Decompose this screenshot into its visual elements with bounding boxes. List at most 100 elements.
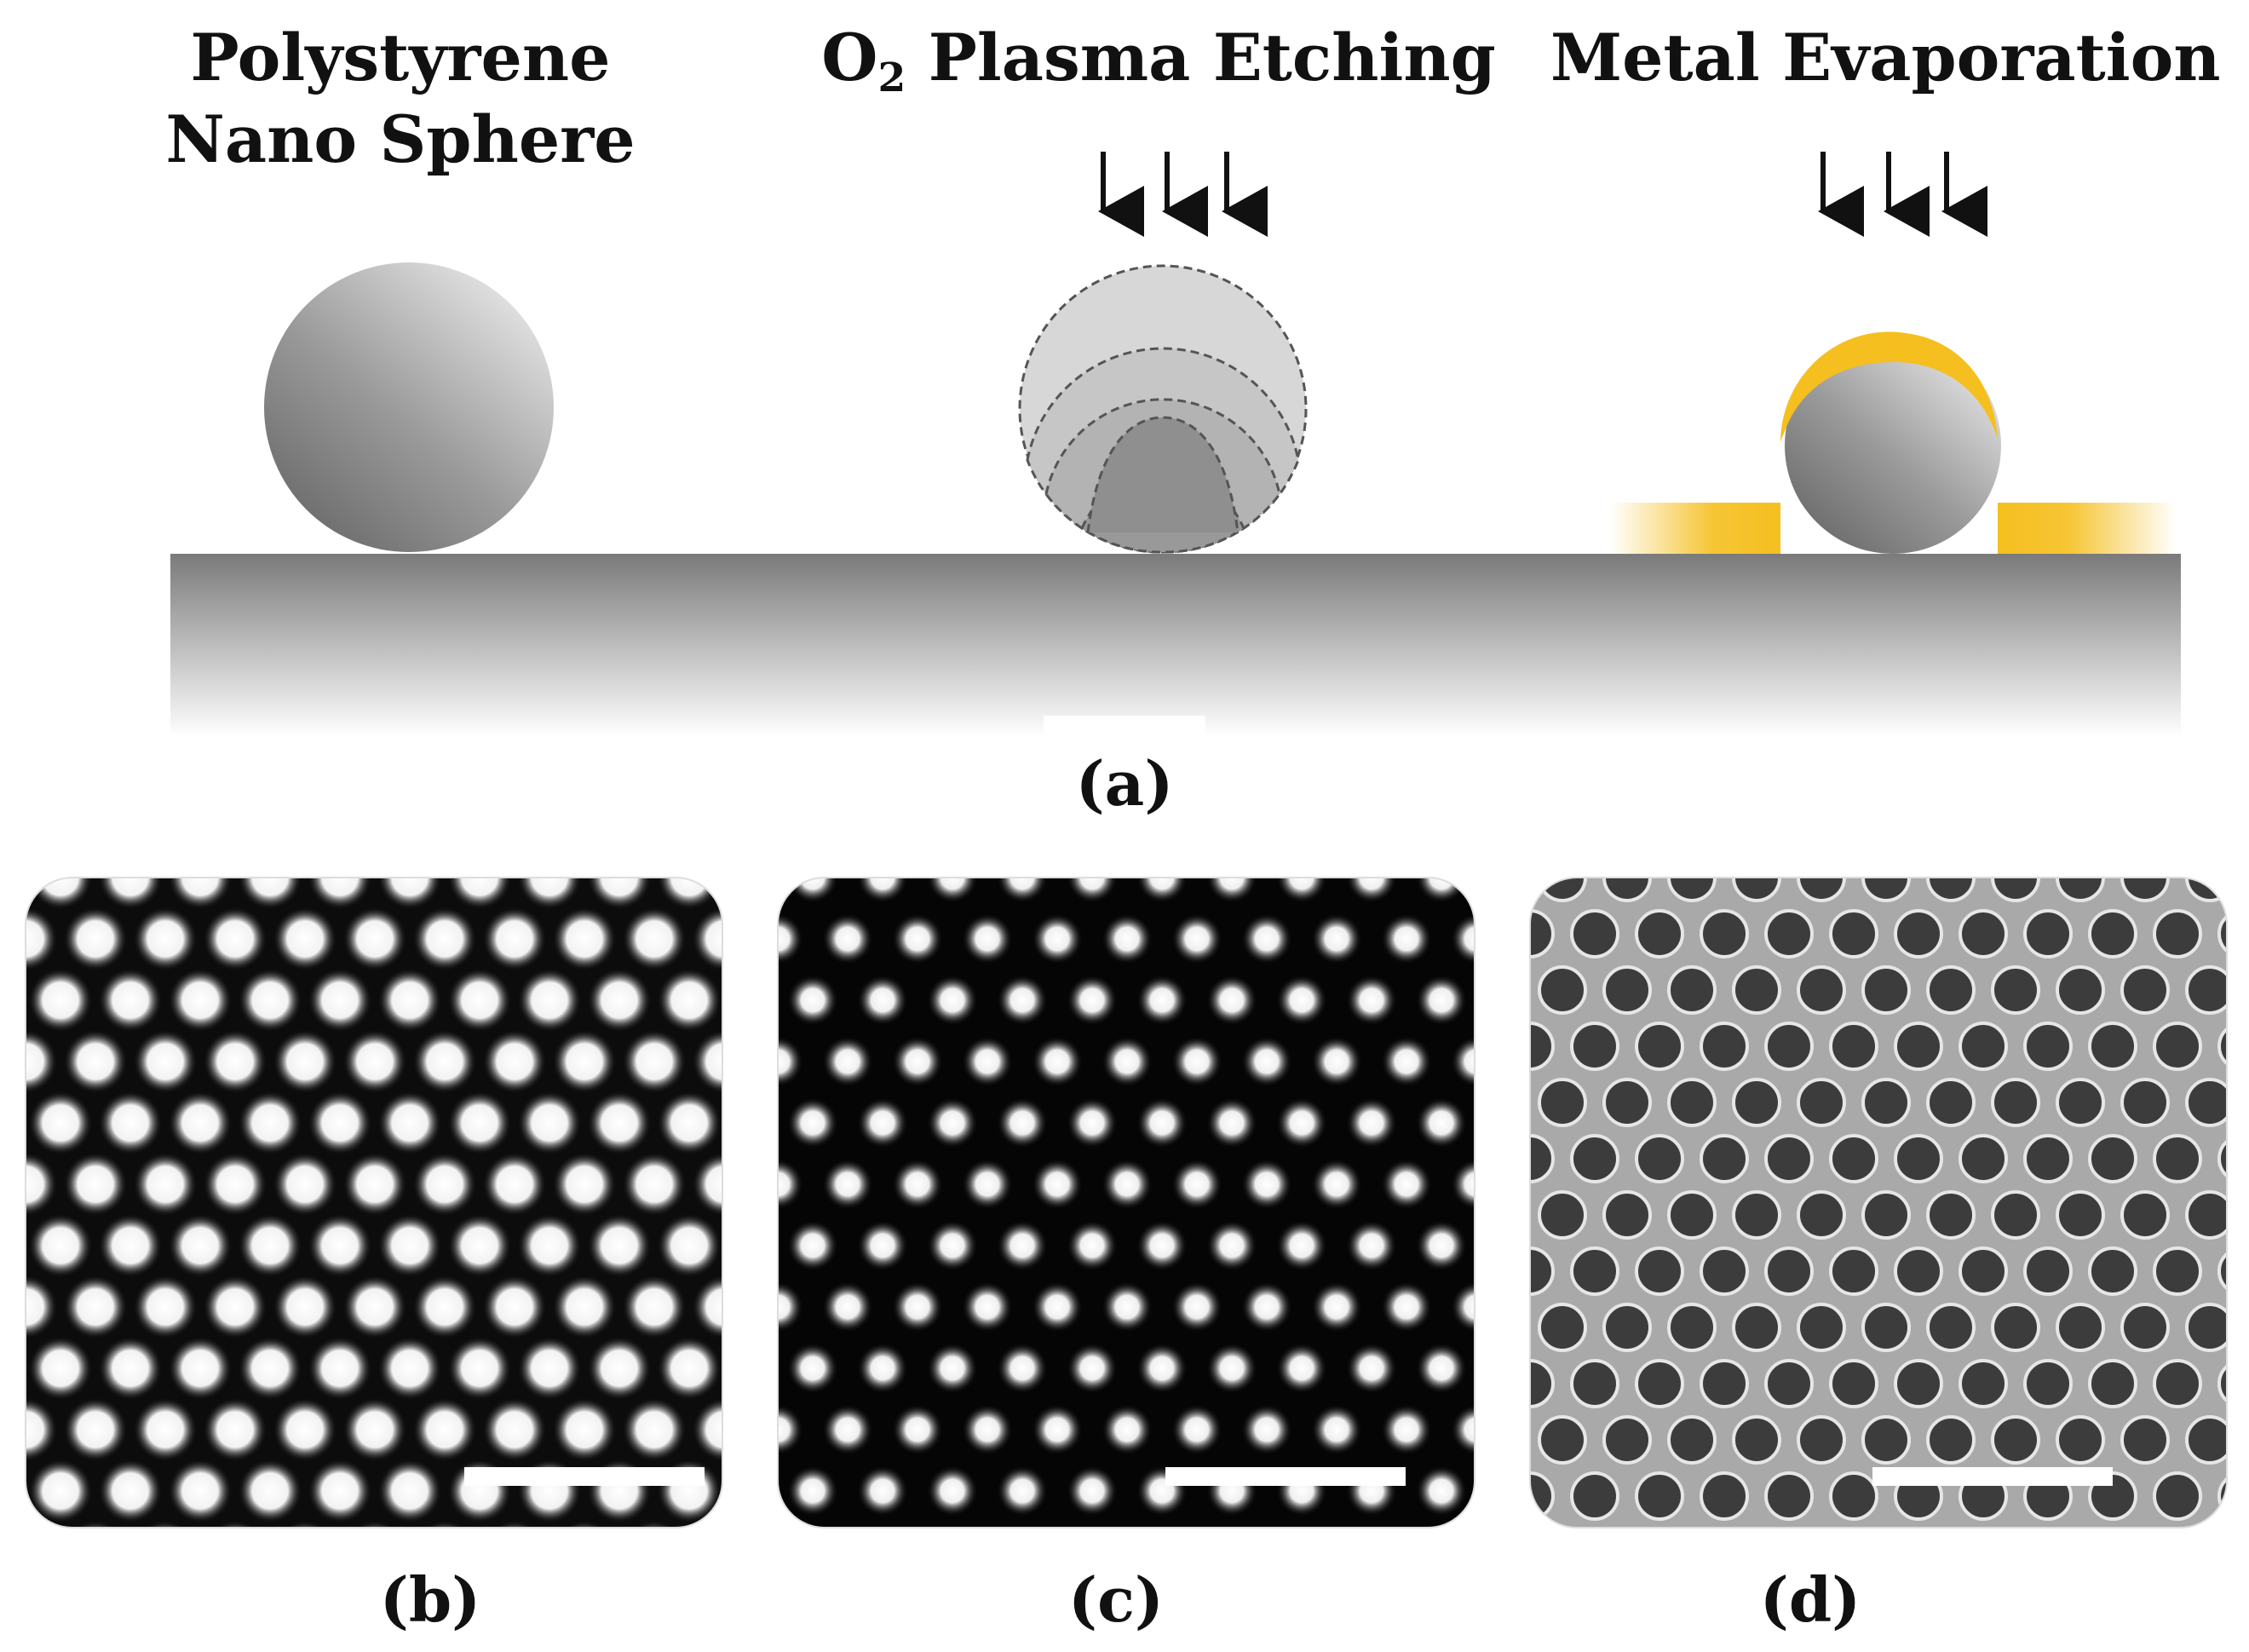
- etched-sphere-spot: [1241, 791, 1292, 842]
- sphere-spot: [63, 1520, 128, 1528]
- etched-sphere-spot: [1067, 878, 1118, 903]
- sphere-spot: [377, 1091, 442, 1155]
- etched-sphere-spot: [787, 975, 838, 1026]
- nanohole: [1530, 1359, 1555, 1408]
- sphere-spot: [308, 1336, 372, 1401]
- nanohole: [2153, 1359, 2202, 1408]
- nanohole: [1959, 909, 2008, 958]
- nanohole: [1926, 1190, 1976, 1240]
- sphere-spot: [0, 1091, 23, 1155]
- nanohole: [1991, 1078, 2040, 1127]
- nanohole: [1538, 1078, 1587, 1127]
- nanohole: [2187, 1529, 2233, 1575]
- etched-sphere-spot: [1346, 1220, 1397, 1271]
- sphere-spot: [26, 907, 58, 971]
- nanohole: [2056, 965, 2105, 1015]
- sphere-spot: [692, 1520, 722, 1528]
- nanohole: [1475, 1079, 1521, 1125]
- etched-sphere-spot: [1067, 1220, 1118, 1271]
- etched-sphere-spot: [927, 1465, 978, 1517]
- etched-sphere-spot: [1451, 1036, 1475, 1087]
- nanohole: [2023, 1022, 2073, 1071]
- polystyrene-sphere: [264, 262, 554, 552]
- nanohole: [2023, 1246, 2073, 1296]
- nanohole: [2153, 1471, 2202, 1521]
- coated-sphere: [1785, 337, 2001, 554]
- sphere-spot: [377, 1213, 442, 1278]
- etched-sphere-spot: [1416, 878, 1467, 903]
- nanohole: [1993, 1529, 2039, 1575]
- etched-sphere-spot: [717, 1097, 768, 1148]
- sphere-spot: [622, 907, 687, 971]
- sphere-spot: [273, 1029, 337, 1094]
- nanohole: [1635, 1471, 1684, 1521]
- sphere-spot: [412, 1152, 477, 1217]
- sphere-spot: [98, 878, 163, 910]
- sphere-spot: [727, 845, 791, 910]
- sphere-spot: [98, 968, 163, 1033]
- etched-sphere-spot: [1241, 913, 1292, 964]
- nanohole: [1538, 965, 1587, 1015]
- nanohole: [1700, 1134, 1749, 1183]
- nanohole: [2217, 1471, 2227, 1521]
- etched-sphere-spot: [752, 791, 803, 842]
- etched-sphere-spot: [857, 1220, 908, 1271]
- gold-film-right: [1998, 503, 2177, 554]
- sphere-spot: [377, 1336, 442, 1401]
- sphere-spot: [63, 1152, 128, 1217]
- nanohole: [2219, 798, 2249, 844]
- etched-sphere-spot: [787, 1343, 838, 1394]
- sphere-spot: [98, 1459, 163, 1523]
- sphere-spot: [308, 1213, 372, 1278]
- nanohole: [1635, 909, 1684, 958]
- sphere-spot: [342, 1152, 407, 1217]
- etched-sphere-spot: [1381, 1281, 1432, 1333]
- nanohole: [1991, 965, 2040, 1015]
- nanohole: [1570, 1134, 1619, 1183]
- sphere-spot: [342, 1029, 407, 1094]
- etched-sphere-spot: [892, 791, 943, 842]
- nanohole: [1797, 878, 1846, 902]
- etched-sphere-spot: [778, 1036, 803, 1087]
- sphere-spot: [552, 1029, 617, 1094]
- etched-sphere-spot: [962, 1036, 1013, 1087]
- etched-sphere-spot: [1032, 913, 1083, 964]
- etched-sphere-spot: [1171, 1036, 1222, 1087]
- etched-sphere-spot: [1311, 1036, 1362, 1087]
- sphere-spot: [168, 1091, 233, 1155]
- scale-bar-d: [1872, 1467, 2113, 1486]
- nanohole: [1991, 1415, 2040, 1465]
- nanohole: [2185, 965, 2227, 1015]
- nanohole: [1507, 798, 1553, 844]
- sphere-spot: [342, 907, 407, 971]
- nanohole: [1602, 965, 1652, 1015]
- etched-sphere-spot: [1067, 1465, 1118, 1517]
- nanohole: [1570, 1471, 1619, 1521]
- etched-sphere-spot: [1206, 1220, 1257, 1271]
- sphere-spot: [28, 1213, 93, 1278]
- sphere-spot: [168, 1213, 233, 1278]
- micrograph-d: [1475, 798, 2249, 1575]
- etched-sphere-spot: [1346, 1343, 1397, 1394]
- nanohole: [1861, 965, 1911, 1015]
- sphere-spot: [622, 1520, 687, 1528]
- sphere-spot: [273, 907, 337, 971]
- etched-sphere-spot: [1381, 1036, 1432, 1087]
- sphere-spot: [0, 845, 23, 910]
- sphere-spot: [692, 907, 722, 971]
- nanohole: [2153, 1022, 2202, 1071]
- sphere-spot: [412, 1275, 477, 1339]
- sphere-spot: [203, 907, 267, 971]
- nanohole: [1959, 1246, 2008, 1296]
- nanohole: [1475, 967, 1521, 1013]
- sphere-spot: [692, 1029, 722, 1094]
- etched-sphere-spot: [778, 1404, 803, 1455]
- etched-sphere-spot: [1136, 878, 1188, 903]
- sphere-spot: [517, 968, 582, 1033]
- sphere-spot: [203, 1029, 267, 1094]
- etched-sphere-spot: [997, 878, 1048, 903]
- nanohole: [1960, 798, 2006, 844]
- etched-sphere-spot: [1416, 975, 1467, 1026]
- sphere-spot: [238, 1459, 302, 1523]
- sphere-spot: [447, 1336, 512, 1401]
